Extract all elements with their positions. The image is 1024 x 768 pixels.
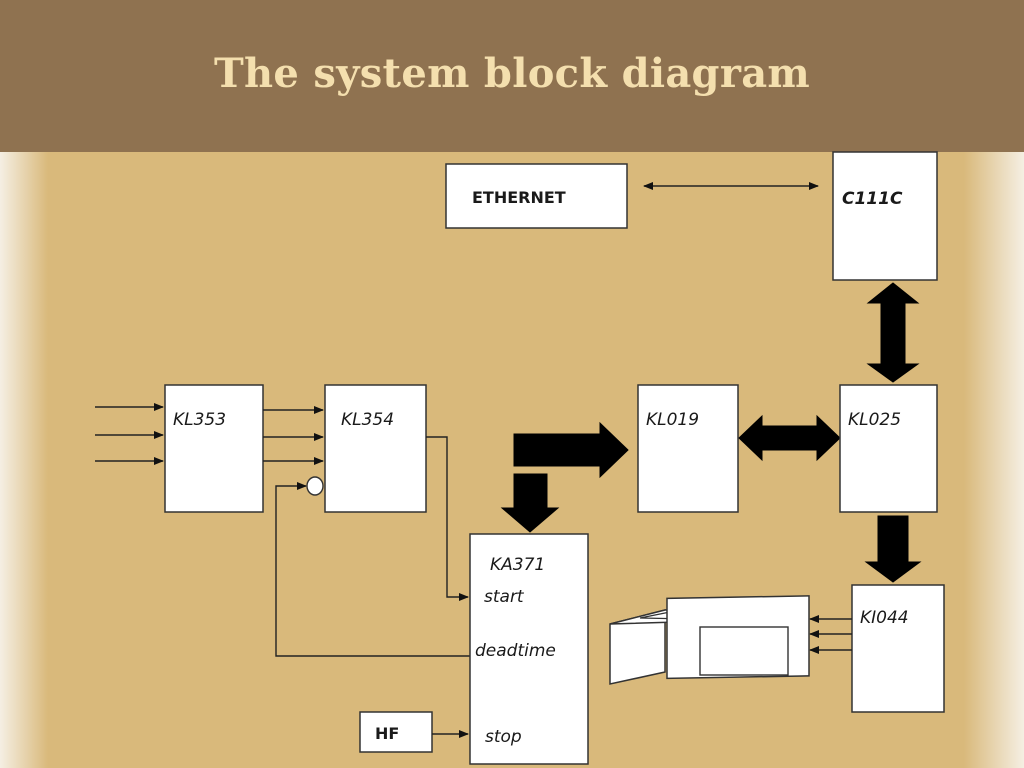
kl019-kl025-bus-arrow [738, 414, 841, 462]
display-device-icon [609, 595, 810, 685]
deadtime-feedback-line [275, 482, 470, 657]
slide-header: The system block diagram [0, 0, 1024, 152]
hf-label: HF [375, 724, 399, 743]
kl354-block [324, 384, 427, 513]
ki044-label: KI044 [860, 608, 909, 628]
kl354-label: KL354 [341, 410, 394, 430]
kl353-label: KL353 [173, 410, 226, 430]
c111c-block [832, 151, 938, 281]
to-ka371-bus-arrow [500, 473, 560, 533]
kl353-block [164, 384, 264, 513]
ethernet-label: ETHERNET [472, 188, 566, 207]
ki044-block [851, 584, 945, 713]
c111c-label: C111C [842, 189, 903, 209]
kl019-label: KL019 [646, 410, 699, 430]
to-kl019-bus-arrow [513, 421, 629, 479]
ka371-label: KA371 [490, 555, 545, 575]
deadtime-port-label: deadtime [475, 641, 556, 661]
inverter-bubble [306, 476, 324, 496]
kl019-block [637, 384, 739, 513]
hf-block [359, 711, 433, 753]
stop-port-label: stop [485, 727, 522, 747]
kl354-start-line [426, 436, 469, 601]
ka371-block [469, 533, 589, 765]
ethernet-block [445, 163, 628, 229]
start-port-label: start [484, 587, 525, 607]
kl025-block [839, 384, 938, 513]
slide-title: The system block diagram [213, 49, 811, 97]
kl025-ki044-bus-arrow [864, 515, 922, 583]
c111c-kl025-bus-arrow [866, 282, 920, 383]
kl025-label: KL025 [848, 410, 901, 430]
